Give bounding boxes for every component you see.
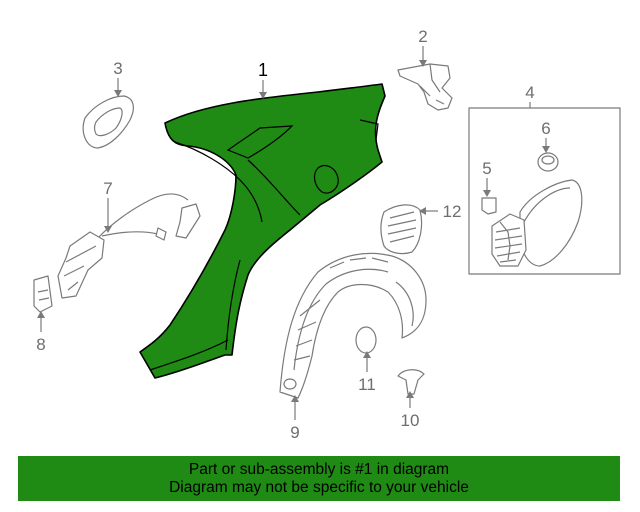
part-10-push-pin[interactable] xyxy=(397,369,425,395)
callout-3[interactable]: 3 xyxy=(113,59,122,78)
callout-7[interactable]: 7 xyxy=(103,179,112,198)
part-5-clip[interactable] xyxy=(481,197,497,215)
callout-12[interactable]: 12 xyxy=(443,202,462,221)
callout-1[interactable]: 1 xyxy=(258,60,268,80)
banner-line-1: Part or sub-assembly is #1 in diagram xyxy=(188,461,450,478)
part-4-fuel-door-assembly[interactable] xyxy=(468,107,621,275)
part-7-release-cable[interactable] xyxy=(57,193,201,299)
vehicle-notice-banner: Part or sub-assembly is #1 in diagram Di… xyxy=(18,456,620,501)
callout-6[interactable]: 6 xyxy=(541,119,550,138)
part-3-cover[interactable] xyxy=(82,95,134,149)
leader-lines xyxy=(37,46,550,420)
part-11-grommet[interactable] xyxy=(355,326,377,354)
callout-9[interactable]: 9 xyxy=(290,423,299,442)
callout-10[interactable]: 10 xyxy=(401,411,420,430)
parts-diagram: 1 2 3 4 5 6 7 8 9 10 11 12 xyxy=(33,27,621,442)
callout-5[interactable]: 5 xyxy=(482,159,491,178)
part-2-bracket[interactable] xyxy=(397,63,453,111)
part-6-plug[interactable] xyxy=(537,152,559,172)
callout-4[interactable]: 4 xyxy=(525,83,534,102)
part-12-vent-grille[interactable] xyxy=(380,204,423,255)
callout-8[interactable]: 8 xyxy=(36,335,45,354)
banner-line-2: Diagram may not be specific to your vehi… xyxy=(169,479,469,496)
part-1-quarter-panel[interactable] xyxy=(139,83,386,379)
callout-11[interactable]: 11 xyxy=(358,375,376,394)
callout-2[interactable]: 2 xyxy=(418,27,427,46)
callout-labels: 1 2 3 4 5 6 7 8 9 10 11 12 xyxy=(36,27,550,442)
part-8-clip[interactable] xyxy=(33,275,53,313)
part-9-wheel-liner[interactable] xyxy=(279,252,427,399)
